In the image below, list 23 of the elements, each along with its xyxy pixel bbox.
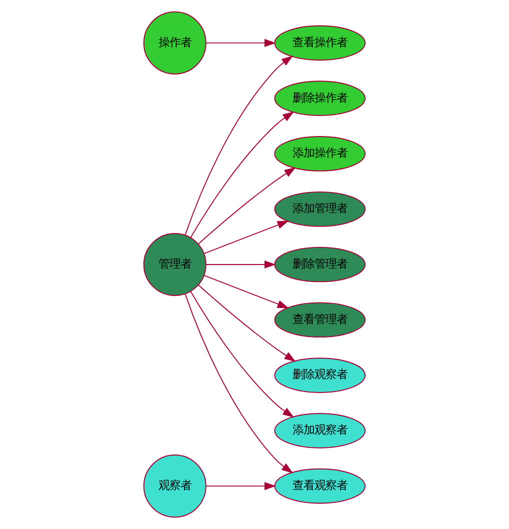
arrow — [204, 220, 289, 254]
arrow — [198, 284, 296, 362]
arrow — [184, 56, 294, 236]
arrow — [198, 167, 296, 245]
node-ellipse: 删除观察者 — [274, 358, 366, 393]
node-ellipse: 删除管理者 — [274, 246, 366, 282]
arrow — [206, 260, 276, 269]
arrow — [190, 290, 294, 418]
node-ellipse: 查看操作者 — [274, 25, 366, 61]
arrow — [190, 111, 294, 238]
node-ellipse: 添加观察者 — [274, 413, 366, 448]
node-ellipse: 删除操作者 — [274, 80, 366, 116]
arrow — [206, 38, 276, 47]
node-ellipse: 添加操作者 — [274, 136, 366, 172]
node-circle: 操作者 — [143, 11, 206, 74]
node-ellipse: 查看管理者 — [274, 302, 366, 338]
node-ellipse: 添加管理者 — [274, 191, 366, 227]
node-circle: 管理者 — [143, 232, 206, 296]
arrow — [204, 274, 289, 308]
node-ellipse: 查看观察者 — [274, 468, 366, 504]
node-circle: 观察者 — [143, 454, 206, 518]
arrow — [206, 482, 276, 490]
arrow — [184, 294, 294, 474]
